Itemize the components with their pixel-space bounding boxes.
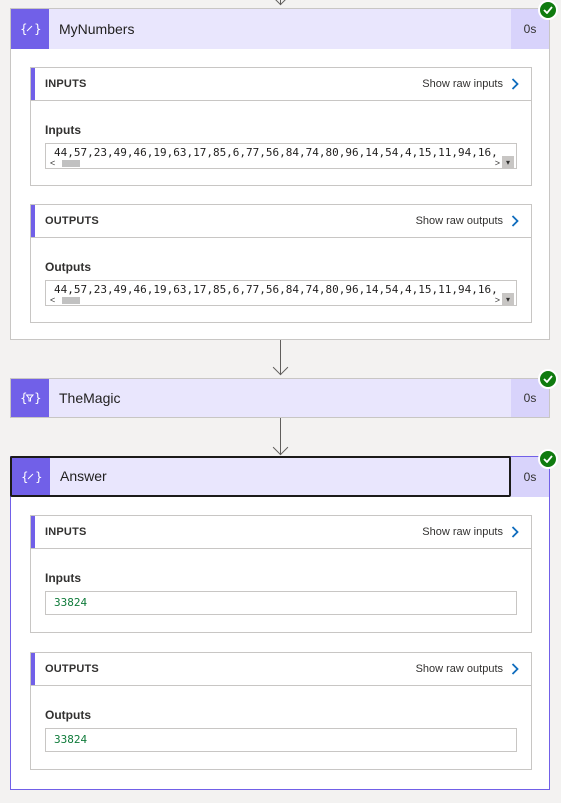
show-raw-inputs-label: Show raw inputs [422,78,503,90]
section-title: INPUTS [45,526,87,538]
variable-braces-icon: {} [12,458,50,495]
scroll-left-icon[interactable]: < [50,158,56,168]
section-accent-bar [31,205,35,237]
chevron-right-icon [511,663,519,675]
chevron-right-icon [511,78,519,90]
resize-corner-icon[interactable]: ▾ [502,156,514,168]
outputs-value: 33824 [54,733,88,746]
section-title: INPUTS [45,78,87,90]
scrollbar-thumb[interactable] [62,160,80,167]
inputs-section: INPUTS Show raw inputs Inputs 33824 [30,515,532,633]
action-title: Answer [60,468,107,484]
svg-text:{: { [20,391,28,405]
connector-line [280,418,281,454]
outputs-section: OUTPUTS Show raw outputs Outputs 33824 [30,652,532,770]
outputs-value: 44,57,23,49,46,19,63,17,85,6,77,56,84,74… [54,283,498,296]
action-card-themagic[interactable]: {} TheMagic 0s [10,378,550,418]
action-header-themagic[interactable]: {} TheMagic 0s [11,379,549,417]
field-label: Inputs [45,123,81,137]
svg-text:{: { [21,470,29,484]
section-title: OUTPUTS [45,663,99,675]
outputs-value-box[interactable]: 33824 [45,728,517,752]
show-raw-outputs-label: Show raw outputs [415,663,503,675]
outputs-section: OUTPUTS Show raw outputs Outputs 44,57,2… [30,204,532,323]
svg-text:}: } [34,391,41,405]
inputs-value: 44,57,23,49,46,19,63,17,85,6,77,56,84,74… [54,146,498,159]
success-check-icon [538,449,558,469]
scrollbar-thumb[interactable] [62,297,80,304]
action-card-answer: {} Answer 0s INPUTS Show raw inputs Inpu… [10,456,550,790]
action-card-mynumbers: {} MyNumbers 0s INPUTS Show raw inputs I… [10,8,550,340]
inputs-value: 33824 [54,596,88,609]
field-label: Outputs [45,260,91,274]
action-header-answer[interactable]: {} Answer [10,456,511,497]
field-label: Outputs [45,708,91,722]
connector-line [280,340,281,374]
action-header-answer-bg [11,457,549,497]
horizontal-scrollbar[interactable]: < > [46,296,516,305]
scroll-right-icon[interactable]: > [494,158,500,168]
horizontal-scrollbar[interactable]: < > [46,159,516,168]
show-raw-outputs-link[interactable]: Show raw outputs [416,205,519,237]
action-duration: 0s [511,379,549,417]
filter-braces-icon: {} [11,379,49,417]
success-check-icon [538,369,558,389]
action-title: TheMagic [59,390,121,406]
action-title: MyNumbers [59,21,135,37]
section-accent-bar [31,653,35,685]
outputs-section-header: OUTPUTS Show raw outputs [31,653,531,686]
outputs-section-header: OUTPUTS Show raw outputs [31,205,531,238]
show-raw-inputs-label: Show raw inputs [422,526,503,538]
connector-top [280,0,281,4]
section-accent-bar [31,516,35,548]
outputs-value-box[interactable]: 44,57,23,49,46,19,63,17,85,6,77,56,84,74… [45,280,517,306]
scroll-left-icon[interactable]: < [50,295,56,305]
chevron-right-icon [511,215,519,227]
inputs-value-box[interactable]: 33824 [45,591,517,615]
connector-arrow-icon [272,359,289,376]
show-raw-inputs-link[interactable]: Show raw inputs [422,516,519,548]
connector-top-arrow-icon [272,0,289,6]
inputs-section-header: INPUTS Show raw inputs [31,68,531,101]
scroll-right-icon[interactable]: > [494,295,500,305]
inputs-section: INPUTS Show raw inputs Inputs 44,57,23,4… [30,67,532,186]
svg-text:}: } [35,470,42,484]
show-raw-outputs-label: Show raw outputs [415,215,503,227]
resize-corner-icon[interactable]: ▾ [502,293,514,305]
connector-arrow-icon [272,439,289,456]
chevron-right-icon [511,526,519,538]
section-title: OUTPUTS [45,215,99,227]
svg-text:}: } [34,22,41,36]
field-label: Inputs [45,571,81,585]
section-accent-bar [31,68,35,100]
show-raw-inputs-link[interactable]: Show raw inputs [422,68,519,100]
action-header-mynumbers[interactable]: {} MyNumbers 0s [11,9,549,49]
success-check-icon [538,0,558,20]
inputs-section-header: INPUTS Show raw inputs [31,516,531,549]
variable-braces-icon: {} [11,9,49,49]
inputs-value-box[interactable]: 44,57,23,49,46,19,63,17,85,6,77,56,84,74… [45,143,517,169]
svg-text:{: { [20,22,28,36]
show-raw-outputs-link[interactable]: Show raw outputs [416,653,519,685]
